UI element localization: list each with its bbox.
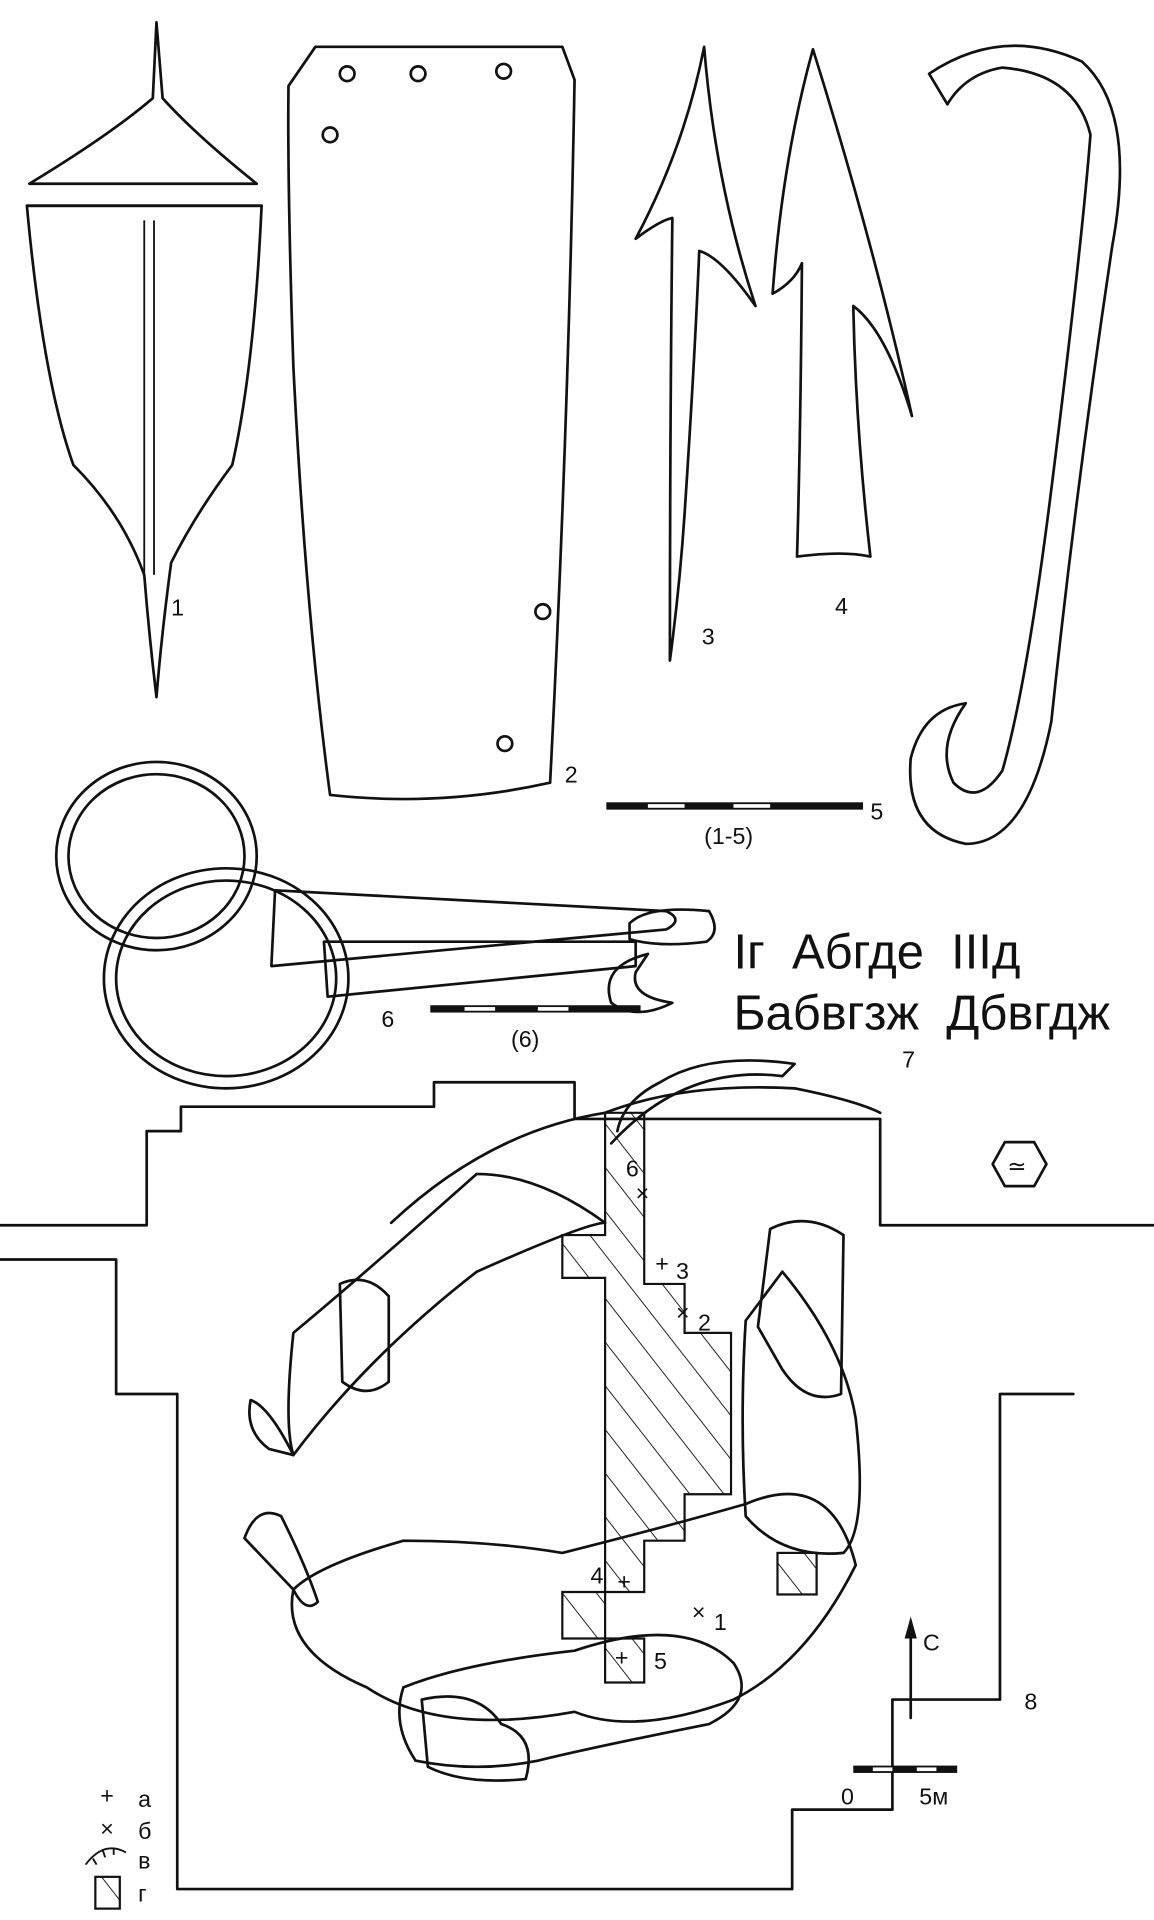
- plan-label-8: 8: [1024, 1688, 1037, 1714]
- excavation-plan: × 6 + 3 × 2 + 4 × 1 + 5 ≃ С 8 0 5м: [0, 1059, 1154, 1891]
- legend-symbol-b: ×: [100, 1816, 114, 1842]
- item-label-6: 6: [381, 1006, 394, 1032]
- find-marker-3: +: [655, 1251, 669, 1277]
- find-marker-5: +: [615, 1644, 629, 1670]
- inscription-line-1: Іг Абгде ІІІд: [733, 926, 1020, 980]
- plan-scale-end: 5м: [919, 1784, 948, 1810]
- legend-label-b: б: [138, 1818, 151, 1844]
- item-label-2: 2: [565, 762, 578, 788]
- find-marker-4: +: [617, 1569, 631, 1595]
- item-label-1: 1: [171, 594, 184, 620]
- item-4-arrowhead: [771, 47, 914, 558]
- legend-hatched-square-icon: [94, 1875, 121, 1910]
- emblem-symbol: ≃: [1007, 1153, 1026, 1179]
- item-label-7: 7: [902, 1047, 915, 1073]
- plan-scale-start: 0: [841, 1784, 854, 1810]
- find-marker-6: ×: [636, 1180, 650, 1206]
- find-marker-2: ×: [676, 1300, 690, 1326]
- find-marker-1: ×: [692, 1599, 706, 1625]
- scale-label-6: (6): [511, 1026, 539, 1052]
- find-label-6: 6: [626, 1155, 639, 1181]
- legend-symbol-a: +: [100, 1782, 114, 1808]
- item-6-snaffle-bit: [54, 760, 716, 1090]
- hexagon-emblem-icon: [991, 1140, 1048, 1188]
- find-label-2: 2: [698, 1309, 711, 1335]
- item-label-3: 3: [702, 624, 715, 650]
- north-label: С: [923, 1630, 940, 1656]
- legend: + а × б в г: [84, 1782, 151, 1910]
- find-label-3: 3: [676, 1258, 689, 1284]
- item-1-spearhead: [25, 21, 263, 699]
- item-label-5: 5: [870, 798, 883, 824]
- find-label-5: 5: [654, 1648, 667, 1674]
- item-2-plate: [286, 45, 576, 801]
- legend-pit-edge-icon: [84, 1847, 127, 1866]
- find-label-1: 1: [714, 1609, 727, 1635]
- legend-label-g: г: [138, 1880, 146, 1906]
- inscription-line-2: Бабвгзж Дбвгдж: [733, 987, 1110, 1041]
- item-3-arrowhead: [634, 45, 757, 662]
- scale-bar-1-5: [606, 802, 864, 810]
- legend-label-v: в: [138, 1847, 150, 1873]
- plan-scale-bar: [853, 1765, 958, 1773]
- scale-bar-6: [430, 1005, 641, 1013]
- scale-label-1-5: (1-5): [704, 823, 753, 849]
- item-label-4: 4: [835, 593, 848, 619]
- item-5-hook: [908, 44, 1122, 846]
- find-label-4: 4: [590, 1562, 603, 1588]
- legend-label-a: а: [138, 1786, 151, 1812]
